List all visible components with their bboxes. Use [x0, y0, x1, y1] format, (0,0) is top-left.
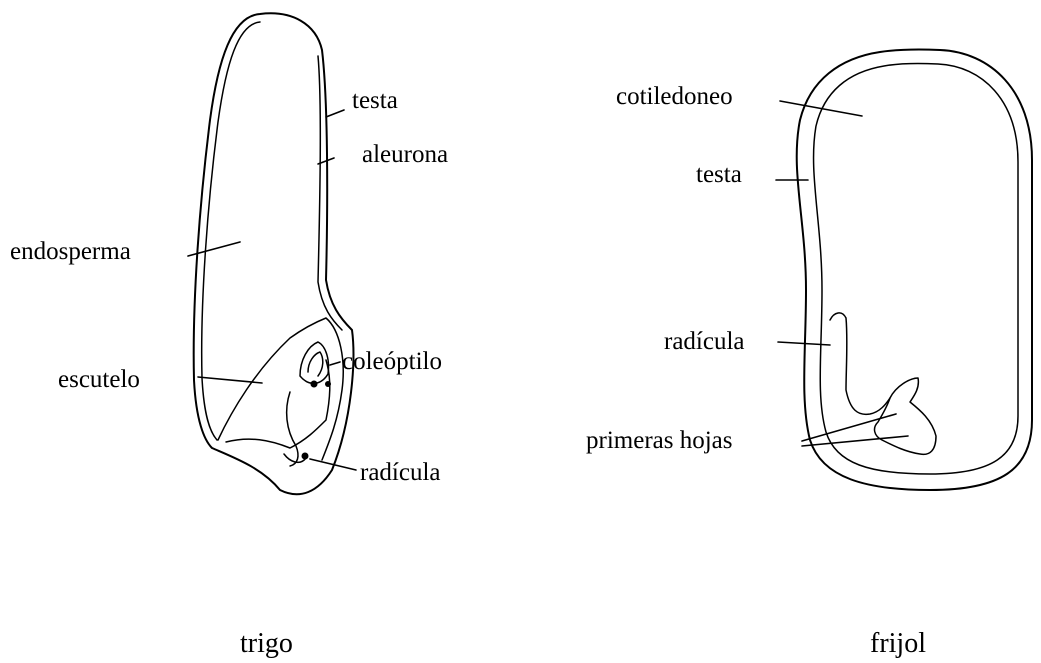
label-wheat-testa: testa: [352, 87, 398, 114]
bean-outer-coat: [797, 49, 1032, 490]
wheat-inner-layer: [202, 22, 342, 440]
label-wheat-aleurona: aleurona: [362, 141, 448, 168]
wheat-coleoptile-node: [311, 381, 318, 388]
label-wheat-radicula: radícula: [360, 459, 441, 486]
leader-bean-cotiledoneo: [780, 101, 862, 116]
wheat-radicle-tip: [302, 453, 309, 460]
bean-radicle: [830, 313, 890, 414]
leader-wheat-endosperma: [188, 242, 240, 256]
label-wheat-endosperma: endosperma: [10, 238, 131, 265]
wheat-grain-figure: testa aleurona endosperma escutelo coleó…: [10, 13, 448, 659]
wheat-coleoptile-node-2: [325, 381, 331, 387]
bean-inner-coat: [814, 63, 1018, 474]
leader-wheat-coleoptilo: [330, 362, 340, 365]
bean-first-leaves: [875, 378, 936, 454]
leader-bean-primeras-hojas-1: [802, 414, 896, 441]
wheat-embryo-boundary: [218, 318, 343, 460]
label-bean-radicula: radícula: [664, 328, 745, 355]
caption-wheat: trigo: [240, 628, 293, 659]
label-wheat-coleoptilo: coleóptilo: [342, 348, 442, 375]
label-wheat-escutelo: escutelo: [58, 366, 140, 393]
label-bean-primeras-hojas: primeras hojas: [586, 427, 732, 454]
leader-wheat-testa: [326, 110, 344, 117]
wheat-scutellum: [226, 360, 330, 448]
wheat-coleoptile: [300, 342, 329, 383]
label-bean-testa: testa: [696, 161, 742, 188]
wheat-outer-coat: [194, 13, 354, 494]
caption-bean: frijol: [870, 628, 926, 659]
label-bean-cotiledoneo: cotiledoneo: [616, 83, 733, 110]
bean-seed-figure: cotiledoneo testa radícula primeras hoja…: [586, 49, 1032, 659]
